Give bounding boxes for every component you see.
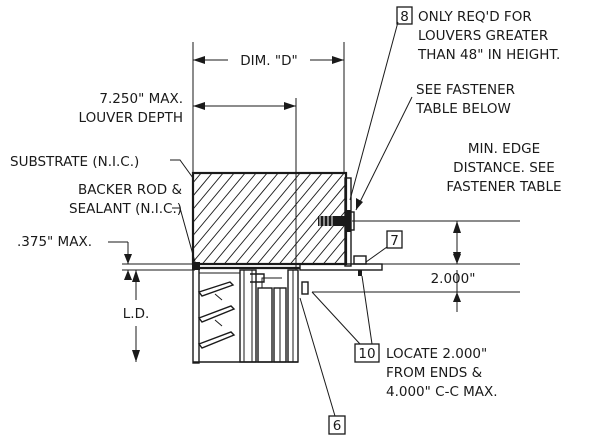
hatch-line: [193, 173, 224, 210]
hatch-line: [24, 160, 124, 280]
hatch-line: [223, 173, 301, 264]
hatch-line: [46, 160, 146, 280]
locate-line-1: LOCATE 2.000": [386, 346, 487, 362]
substrate-label: SUBSTRATE (N.I.C.): [10, 154, 139, 170]
callout-10-number: 10: [358, 346, 375, 362]
gap-dimension: .375" MAX.: [17, 234, 132, 280]
hatch-line: [234, 173, 312, 264]
ld-dimension: L.D.: [123, 270, 150, 362]
hatch-line: [2, 160, 102, 280]
dim-2000-label: 2.000": [431, 271, 476, 287]
hatch-line: [101, 160, 201, 280]
edge-label-3: FASTENER TABLE: [446, 179, 561, 195]
hatch-line: [35, 160, 135, 280]
note-8-line-3: THAN 48" IN HEIGHT.: [417, 47, 560, 63]
dim-2000-dimension: 2.000": [431, 254, 476, 312]
backer-rod-callout: BACKER ROD & SEALANT (N.I.C.): [69, 182, 196, 263]
hatch-line: [79, 160, 179, 280]
callout-6-number: 6: [333, 418, 342, 434]
hatch-line: [193, 173, 202, 184]
hatch-line: [201, 173, 279, 264]
angle-clip: [299, 177, 383, 276]
hatch-line: [193, 173, 213, 197]
anchor-bolt: [318, 210, 355, 232]
substrate-callout: SUBSTRATE (N.I.C.): [10, 154, 194, 179]
hatch-line: [57, 160, 157, 280]
hatch-line: [0, 160, 91, 280]
hatch-line: [193, 173, 257, 250]
note-8-line-1: ONLY REQ'D FOR: [418, 9, 532, 25]
locate-line-3: 4.000" C-C MAX.: [386, 384, 498, 400]
gap-label: .375" MAX.: [17, 234, 92, 250]
callout-6: 6: [299, 297, 346, 435]
locate-line-2: FROM ENDS &: [386, 365, 483, 381]
callout-7: 7: [365, 230, 403, 263]
hatch-line: [68, 160, 168, 280]
hatch-line: [0, 160, 80, 280]
edge-label-2: DISTANCE. SEE: [453, 160, 555, 176]
callout-7-number: 7: [390, 233, 399, 249]
backer-rod-label-2: SEALANT (N.I.C.): [69, 201, 182, 217]
clip-bolt: [353, 255, 367, 276]
fastener-callout: SEE FASTENER TABLE BELOW: [355, 82, 515, 211]
fastener-label-2: TABLE BELOW: [415, 101, 511, 117]
louver-depth-label-2: LOUVER DEPTH: [79, 110, 183, 126]
callout-8: 8 ONLY REQ'D FOR LOUVERS GREATER THAN 48…: [349, 6, 560, 201]
hatch-line: [311, 222, 346, 264]
louver-depth-dimension: 7.250" MAX. LOUVER DEPTH: [79, 91, 296, 126]
hatch-line: [333, 249, 346, 264]
edge-label-1: MIN. EDGE: [468, 141, 540, 157]
callout-10: 10 LOCATE 2.000" FROM ENDS & 4.000" C-C …: [311, 275, 498, 400]
hatch-line: [212, 173, 290, 264]
hatch-line: [256, 173, 334, 264]
louver-depth-label-1: 7.250" MAX.: [99, 91, 183, 107]
dim-d-label: DIM. "D": [240, 53, 297, 69]
hatch-line: [267, 173, 345, 264]
hatch-line: [193, 173, 246, 237]
ld-label: L.D.: [123, 306, 150, 322]
hatch-line: [193, 173, 235, 224]
edge-distance-dimension: MIN. EDGE DISTANCE. SEE FASTENER TABLE: [446, 141, 562, 264]
substrate-block: [0, 160, 348, 280]
hatch-line: [278, 183, 346, 264]
hatch-line: [245, 173, 323, 264]
hatch-line: [322, 236, 346, 264]
dim-d-dimension: DIM. "D": [193, 53, 344, 69]
hatch-line: [90, 160, 190, 280]
hatch-line: [13, 160, 113, 280]
callout-8-number: 8: [400, 9, 409, 25]
note-8-line-2: LOUVERS GREATER: [418, 28, 548, 44]
fastener-label-1: SEE FASTENER: [416, 82, 515, 98]
louver-frame: [192, 262, 309, 364]
backer-rod-label-1: BACKER ROD &: [78, 182, 182, 198]
